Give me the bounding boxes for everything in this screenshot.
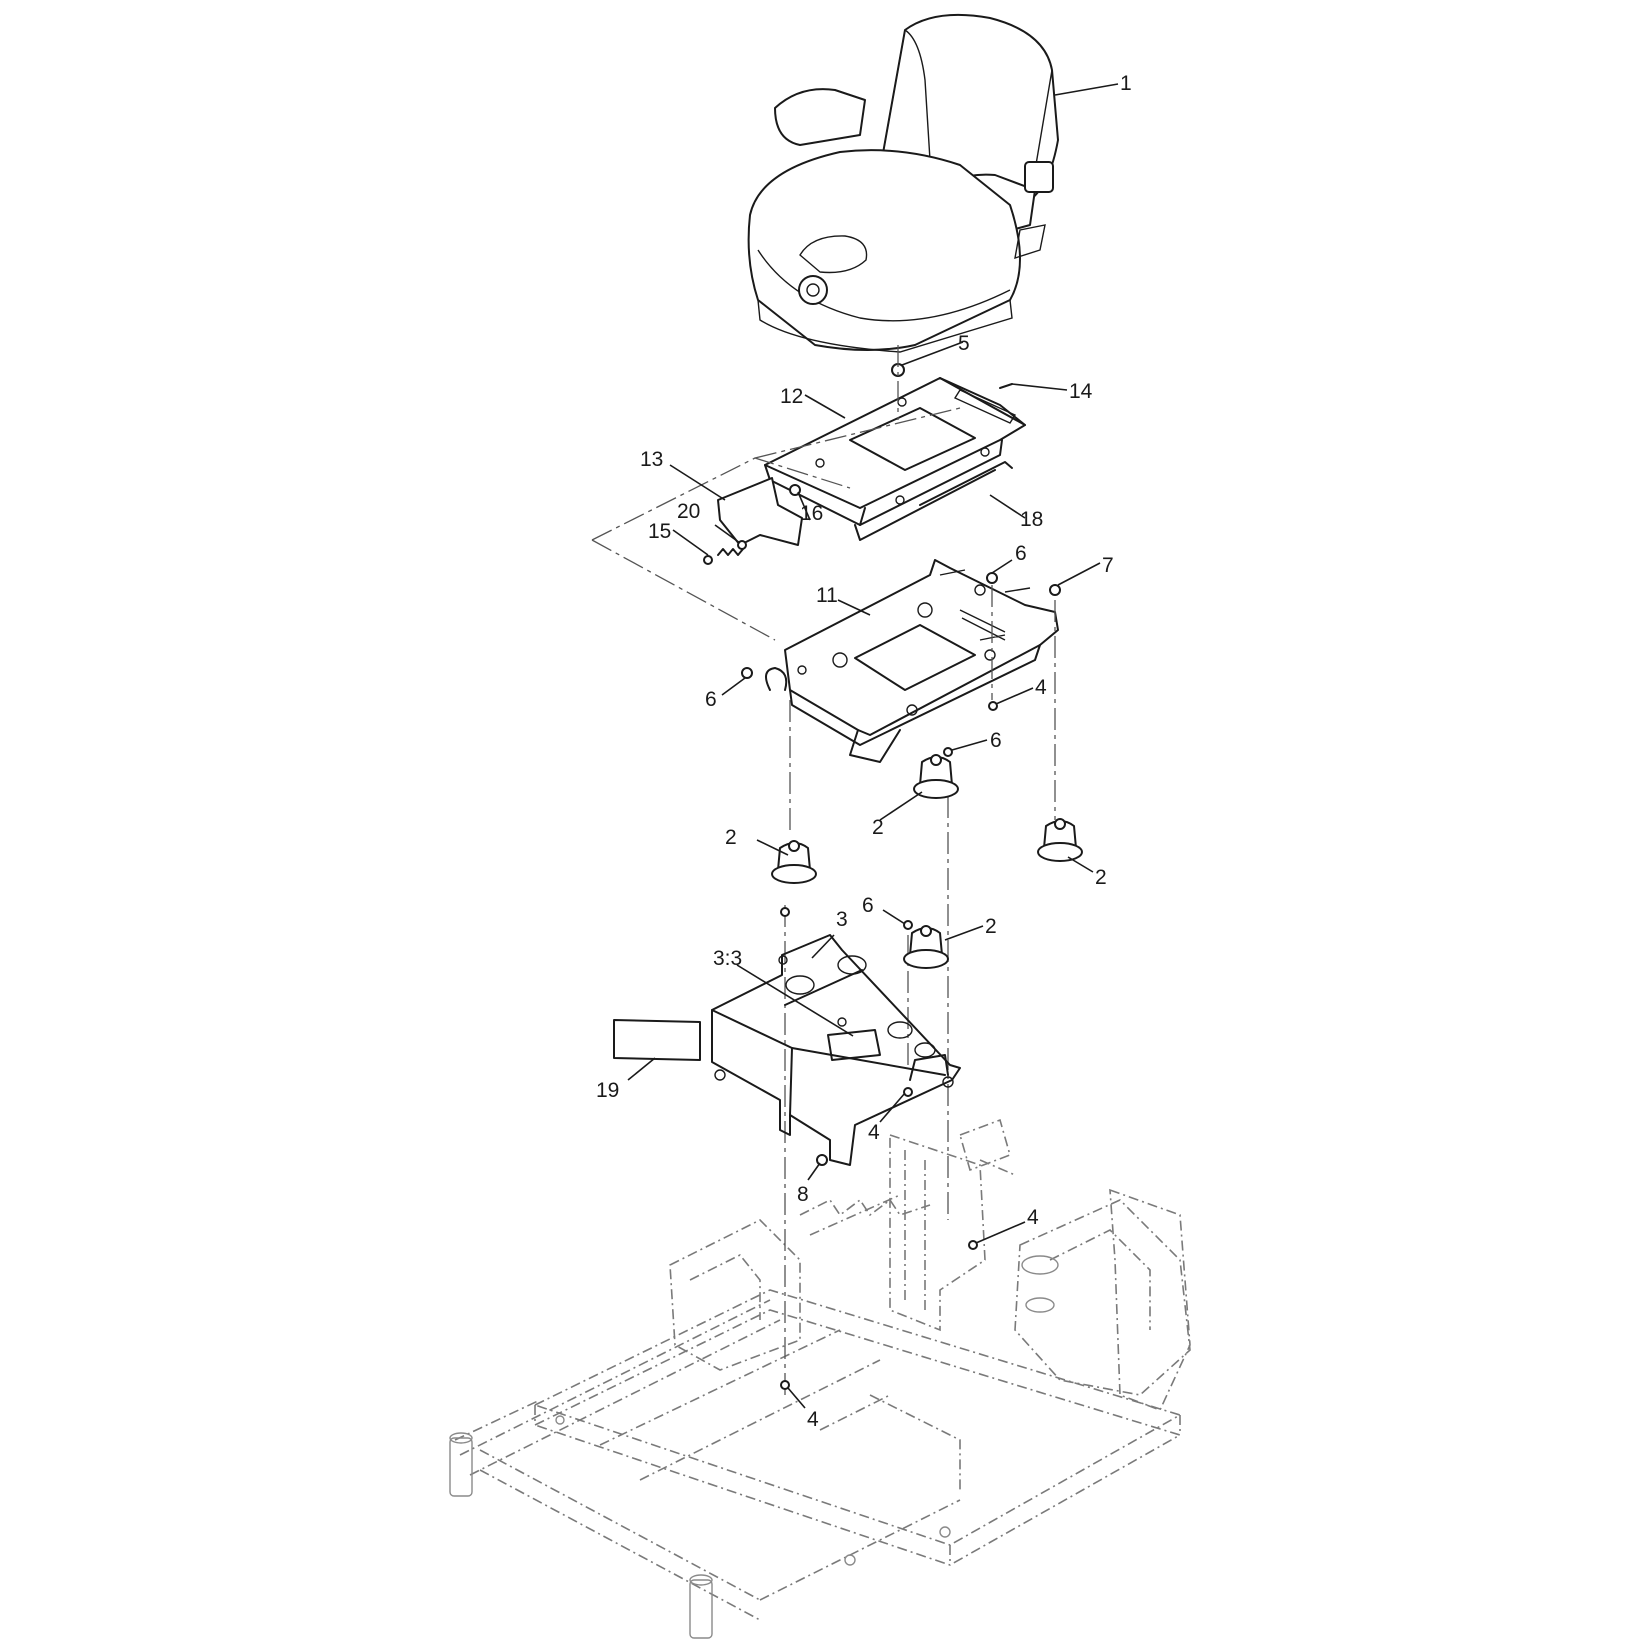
callout-decal-3-3: 3:3 bbox=[713, 947, 742, 970]
isolator-rear-center bbox=[913, 754, 959, 799]
screw-head bbox=[968, 1240, 978, 1250]
callout-bracket: 13 bbox=[640, 448, 663, 471]
callout-nut-7: 7 bbox=[1102, 554, 1114, 577]
spring bbox=[717, 548, 744, 556]
callout-nut-8: 8 bbox=[797, 1183, 809, 1206]
callout-isolator-2d: 2 bbox=[985, 915, 997, 938]
flange-nut bbox=[741, 667, 753, 679]
callout-seat-base: 3 bbox=[836, 908, 848, 931]
cable-clip bbox=[765, 667, 788, 691]
flange-nut bbox=[986, 572, 998, 584]
flange-nut bbox=[903, 920, 913, 930]
callout-nut-6a: 6 bbox=[1015, 542, 1027, 565]
seat-mount-plate bbox=[784, 559, 1059, 763]
decal-3-3-area bbox=[827, 1029, 881, 1061]
mower-frame bbox=[449, 1118, 1191, 1639]
screw-head bbox=[903, 1087, 913, 1097]
isolator-front-left bbox=[771, 840, 817, 884]
callout-screw-4a: 4 bbox=[1035, 676, 1047, 699]
callout-seat: 1 bbox=[1120, 72, 1132, 95]
callout-bolt: 14 bbox=[1069, 380, 1093, 403]
leader-lines bbox=[627, 83, 1119, 1409]
callout-spacer: 20 bbox=[677, 500, 700, 523]
callout-slide-rail: 12 bbox=[780, 385, 803, 408]
callout-isolator-2c: 2 bbox=[1095, 866, 1107, 889]
screw-head bbox=[780, 1380, 790, 1390]
screw-head bbox=[780, 907, 790, 917]
bolt-head bbox=[703, 555, 713, 565]
callout-nut-6d: 6 bbox=[862, 894, 874, 917]
seat bbox=[747, 13, 1059, 353]
callout-rod: 18 bbox=[1020, 508, 1043, 531]
isolator-front-right bbox=[903, 925, 949, 969]
callout-labels: 1 5 12 14 13 16 18 20 15 6 7 11 6 4 6 2 … bbox=[596, 72, 1132, 1431]
callout-spring: 15 bbox=[648, 520, 671, 543]
callout-nut-6c: 6 bbox=[990, 729, 1002, 752]
callout-screw-4c: 4 bbox=[1027, 1206, 1039, 1229]
seat-base bbox=[711, 934, 961, 1166]
callout-screw-4b: 4 bbox=[868, 1121, 880, 1144]
alignment-phantom-outline bbox=[591, 407, 961, 641]
callout-isolator-2a: 2 bbox=[872, 816, 884, 839]
callout-decal-19: 19 bbox=[596, 1079, 619, 1102]
callout-screw-4d: 4 bbox=[807, 1408, 819, 1431]
flange-nut bbox=[943, 747, 953, 757]
callout-mount-plate: 11 bbox=[816, 584, 838, 607]
screw-head bbox=[988, 701, 998, 711]
callout-nut-6b: 6 bbox=[705, 688, 717, 711]
latch-bracket bbox=[717, 477, 803, 546]
bolt bbox=[999, 383, 1013, 389]
callout-washer: 5 bbox=[958, 332, 970, 355]
rod bbox=[919, 461, 1013, 506]
isolator-rear-right bbox=[1037, 818, 1083, 862]
callout-nut-16: 16 bbox=[800, 502, 823, 525]
flange-nut bbox=[816, 1154, 828, 1166]
decal bbox=[613, 1019, 701, 1061]
callout-isolator-2b: 2 bbox=[725, 826, 737, 849]
flange-nut bbox=[1049, 584, 1061, 596]
